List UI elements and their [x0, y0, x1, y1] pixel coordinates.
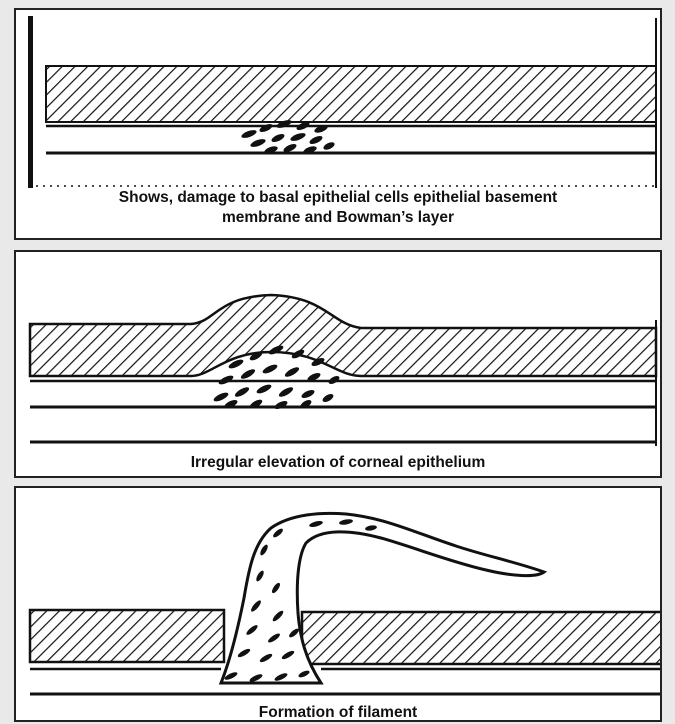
- caption-damage-line2: membrane and Bowman’s layer: [16, 208, 660, 228]
- epithelium-left-segment: [30, 610, 224, 662]
- caption-filament: Formation of filament: [16, 703, 660, 722]
- diagram-panel-filament: Formation of filament: [14, 486, 662, 722]
- left-edge-line: [28, 16, 33, 188]
- diagram-panel-damage: Shows, damage to basal epithelial cells …: [14, 8, 662, 240]
- cornea-cross-section-2: [16, 252, 662, 478]
- elevated-epithelium-layer: [30, 295, 656, 376]
- epithelium-layer: [46, 66, 656, 122]
- caption-damage: Shows, damage to basal epithelial cells …: [16, 188, 660, 228]
- epithelium-right-segment: [302, 612, 662, 664]
- caption-elevation: Irregular elevation of corneal epitheliu…: [16, 453, 660, 473]
- damaged-cell-cluster: [240, 118, 335, 155]
- cornea-cross-section-3: [16, 488, 662, 722]
- diagram-panel-elevation: Irregular elevation of corneal epitheliu…: [14, 250, 662, 478]
- caption-damage-line1: Shows, damage to basal epithelial cells …: [16, 188, 660, 208]
